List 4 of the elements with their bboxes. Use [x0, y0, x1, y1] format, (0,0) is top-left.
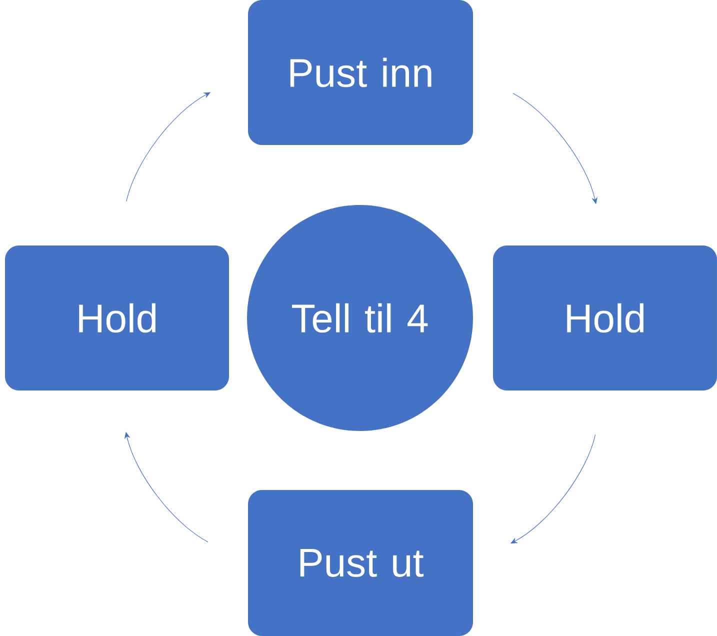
- step-box: Hold: [493, 246, 717, 390]
- step-box: Pust ut: [248, 490, 473, 636]
- step-box: Pust inn: [248, 0, 473, 145]
- step-box: Hold: [5, 246, 229, 390]
